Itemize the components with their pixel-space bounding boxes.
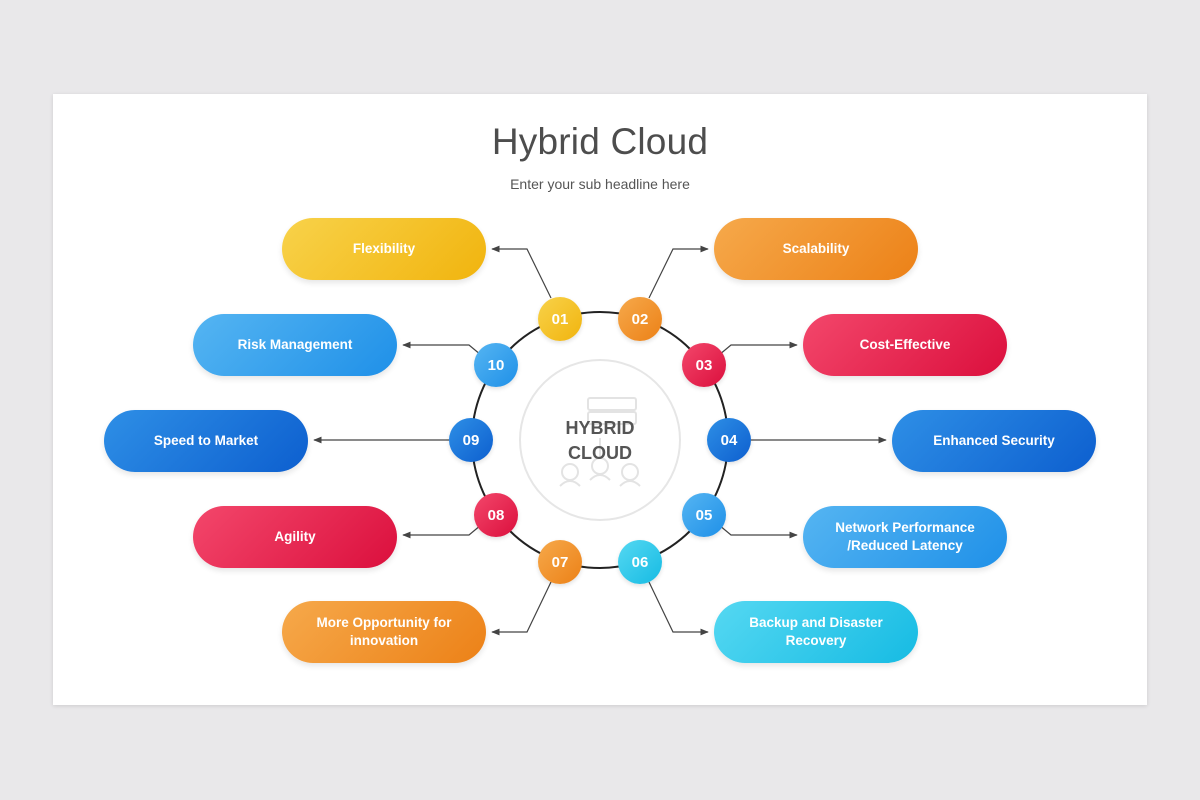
pill-network-performance: Network Performance /Reduced Latency xyxy=(803,506,1007,568)
node-07: 07 xyxy=(538,540,582,584)
pill-enhanced-security: Enhanced Security xyxy=(892,410,1096,472)
connector-07 xyxy=(491,581,552,636)
cloud-server-network-icon xyxy=(559,397,641,487)
connector-01 xyxy=(491,245,552,299)
node-03: 03 xyxy=(682,343,726,387)
connector-10 xyxy=(402,341,482,356)
node-09: 09 xyxy=(449,418,493,462)
node-04: 04 xyxy=(707,418,751,462)
connector-05 xyxy=(718,524,798,539)
node-02: 02 xyxy=(618,297,662,341)
pill-speed-to-market: Speed to Market xyxy=(104,410,308,472)
connector-03 xyxy=(718,341,798,356)
pill-scalability: Scalability xyxy=(714,218,918,280)
pill-agility: Agility xyxy=(193,506,397,568)
page-subtitle: Enter your sub headline here xyxy=(510,176,690,192)
node-06: 06 xyxy=(618,540,662,584)
node-10: 10 xyxy=(474,343,518,387)
pill-more-opportunity: More Opportunity for innovation xyxy=(282,601,486,663)
node-01: 01 xyxy=(538,297,582,341)
pill-backup-recovery: Backup and Disaster Recovery xyxy=(714,601,918,663)
connector-08 xyxy=(402,524,482,539)
page-title: Hybrid Cloud xyxy=(491,121,709,162)
node-05: 05 xyxy=(682,493,726,537)
center-label-line2: CLOUD xyxy=(568,443,632,463)
center-label-line1: HYBRID xyxy=(565,418,635,438)
connector-06 xyxy=(648,581,709,636)
pill-flexibility: Flexibility xyxy=(282,218,486,280)
pill-cost-effective: Cost-Effective xyxy=(803,314,1007,376)
pill-risk-management: Risk Management xyxy=(193,314,397,376)
connector-02 xyxy=(648,245,709,299)
node-08: 08 xyxy=(474,493,518,537)
center-label: HYBRID CLOUD xyxy=(540,416,660,466)
